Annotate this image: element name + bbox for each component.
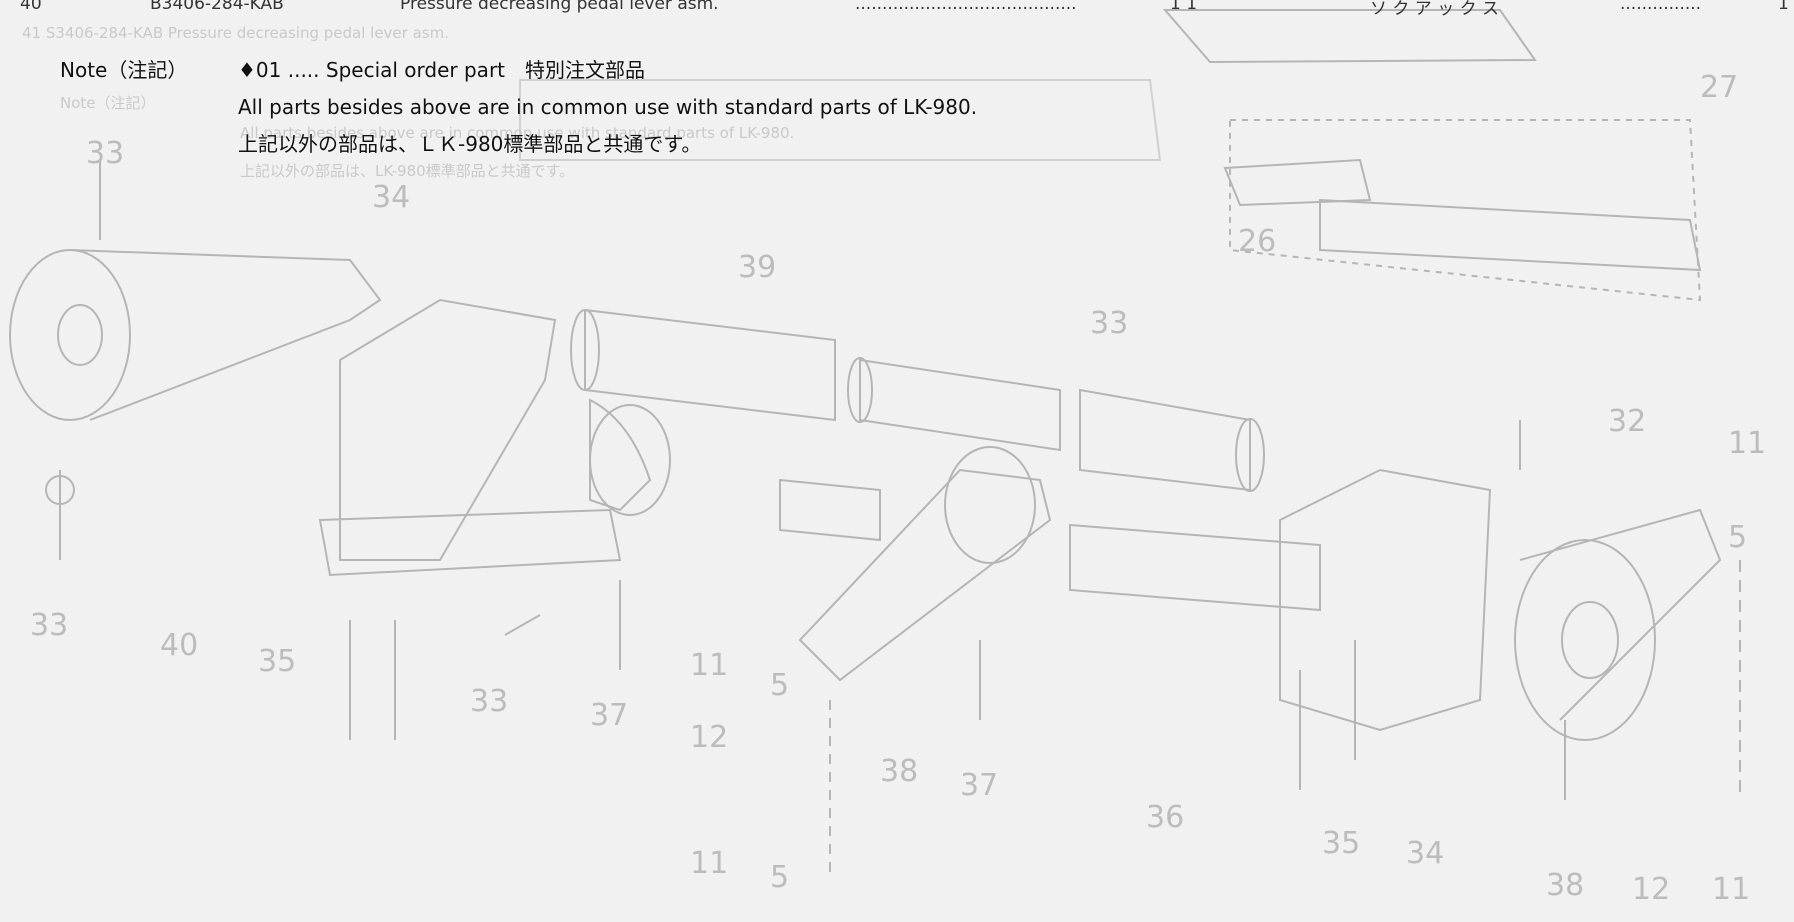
callout-number: 33 <box>470 684 509 719</box>
callout-number: 33 <box>86 136 125 171</box>
callout-number: 33 <box>1090 306 1129 341</box>
slider-part-26 <box>1223 158 1372 207</box>
collar-left <box>589 398 652 512</box>
callout-number: 5 <box>1728 520 1748 555</box>
bleed-through-line: 上記以外の部品は、LK-980標準部品と共通です。 <box>240 162 575 180</box>
callout-number: 5 <box>770 860 790 895</box>
slider-plate <box>1319 198 1702 272</box>
callout-number: 34 <box>1406 836 1445 871</box>
callout-number: 35 <box>258 644 297 679</box>
cylinder-36 <box>1069 523 1321 612</box>
callout-number: 11 <box>690 846 729 881</box>
parts-list-row: 40 B3406-284-KAB Pressure decreasing ped… <box>0 0 1794 19</box>
note-label: Note（注記） <box>60 58 188 82</box>
jp-dot-leader: ............... <box>1620 0 1702 14</box>
block-34-right <box>1279 468 1492 732</box>
special-order-note: ♦01 ..... Special order part 特別注文部品 <box>238 58 646 82</box>
jp-description: ソ ク ア ッ ク ス <box>1370 0 1500 19</box>
callout-number: 35 <box>1322 826 1361 861</box>
screw-33-small <box>504 614 541 636</box>
quantity: 1 1 <box>1170 0 1198 14</box>
callout-number: 33 <box>30 608 69 643</box>
callout-number: 38 <box>1546 868 1585 903</box>
collar-ring <box>589 404 671 516</box>
common-parts-note-en: All parts besides above are in common us… <box>238 95 978 119</box>
left-disk <box>9 249 131 421</box>
callout-number: 11 <box>1728 426 1767 461</box>
screws-35-b <box>1299 640 1356 790</box>
cylinder-39 <box>584 308 836 422</box>
plate-drawing-27 <box>1162 9 1537 64</box>
common-parts-note-jp: 上記以外の部品は、ＬＫ-980標準部品と共通です。 <box>238 132 702 156</box>
callout-number: 34 <box>372 180 411 215</box>
bleed-through-note: Note（注記） <box>60 94 156 112</box>
leader-lines <box>99 160 1521 470</box>
screws-35 <box>349 620 396 740</box>
callout-number: 26 <box>1238 224 1277 259</box>
cylinder-right <box>1079 388 1251 492</box>
part-description: Pressure decreasing pedal lever asm. <box>400 0 719 14</box>
left-disk-hole <box>57 304 103 366</box>
right-disk <box>1514 539 1656 741</box>
cylinder-mid <box>859 358 1061 452</box>
callout-number: 40 <box>160 628 199 663</box>
part-number: B3406-284-KAB <box>150 0 284 14</box>
block-base <box>318 508 622 577</box>
right-arm-32 <box>1519 508 1722 721</box>
bleed-through-line: All parts besides above are in common us… <box>240 124 795 142</box>
callout-number: 38 <box>880 754 919 789</box>
callout-number: 27 <box>1700 70 1739 105</box>
lever-hub <box>944 446 1036 564</box>
callout-number: 11 <box>1712 872 1751 907</box>
item-number: 40 <box>20 0 42 14</box>
ghost-lever <box>519 79 1162 161</box>
callout-number: 12 <box>1632 872 1671 907</box>
bleed-through-line: 41 S3406-284-KAB Pressure decreasing ped… <box>22 24 449 42</box>
left-arm <box>69 249 382 421</box>
dot-leader: ........................................… <box>855 0 1077 14</box>
callout-number: 5 <box>770 668 790 703</box>
block-34 <box>339 298 557 561</box>
dashed-box-26 <box>1229 119 1702 302</box>
callout-number: 39 <box>738 250 777 285</box>
callout-number: 37 <box>590 698 629 733</box>
lever-38 <box>798 468 1052 682</box>
callout-number: 36 <box>1146 800 1185 835</box>
callout-number: 11 <box>690 648 729 683</box>
callout-number: 37 <box>960 768 999 803</box>
small-sleeve <box>779 478 881 542</box>
callout-number: 32 <box>1608 404 1647 439</box>
callout-number: 12 <box>690 720 729 755</box>
remark: 1 <box>1778 0 1789 14</box>
